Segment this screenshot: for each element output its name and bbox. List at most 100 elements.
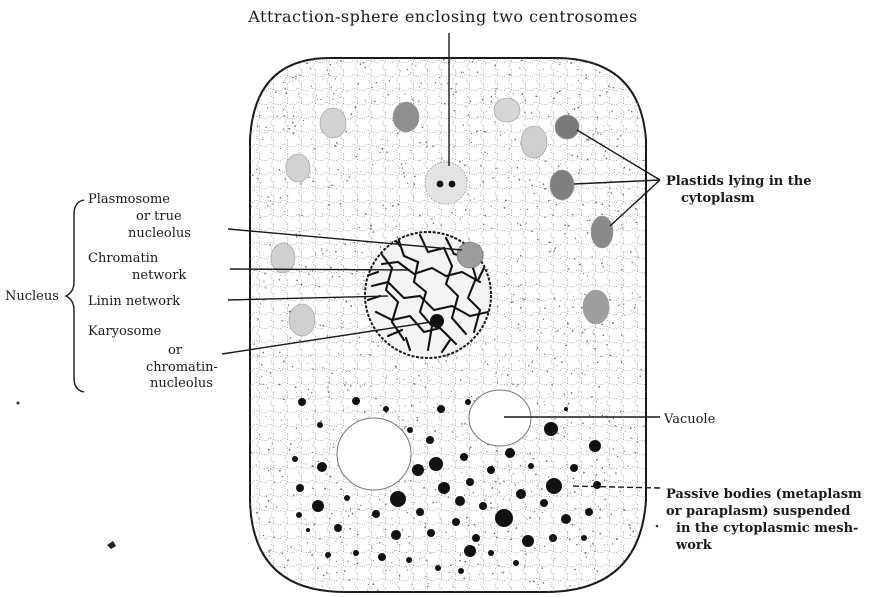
- speck: [549, 241, 551, 243]
- speck: [281, 476, 282, 477]
- passive-body: [427, 529, 435, 537]
- speck: [624, 451, 625, 452]
- speck: [396, 378, 397, 379]
- speck: [615, 472, 617, 474]
- plastid: [271, 243, 295, 273]
- speck: [344, 243, 346, 245]
- speck: [341, 327, 343, 329]
- speck: [260, 217, 261, 218]
- speck: [484, 499, 486, 501]
- speck: [531, 315, 532, 316]
- speck: [372, 341, 373, 342]
- speck: [320, 99, 321, 100]
- speck: [617, 456, 619, 458]
- speck: [516, 386, 517, 387]
- speck: [347, 408, 348, 409]
- speck: [456, 540, 457, 541]
- speck: [436, 502, 437, 503]
- speck: [269, 549, 270, 550]
- speck: [463, 72, 464, 73]
- passive-body: [487, 466, 495, 474]
- speck: [640, 245, 641, 246]
- speck: [624, 167, 626, 169]
- speck: [251, 452, 252, 453]
- passive-body: [426, 436, 434, 444]
- speck: [579, 528, 580, 529]
- speck: [584, 329, 585, 330]
- speck: [386, 377, 387, 378]
- speck: [321, 251, 322, 252]
- speck: [293, 494, 294, 495]
- speck: [356, 271, 358, 273]
- speck: [322, 325, 324, 327]
- speck: [330, 476, 332, 478]
- label-linin: Linin network: [88, 294, 180, 309]
- nucleus: [365, 232, 491, 358]
- speck: [290, 337, 291, 338]
- speck: [592, 543, 594, 545]
- plastid: [393, 102, 419, 132]
- passive-body: [585, 508, 593, 516]
- passive-body: [406, 557, 412, 563]
- speck: [296, 112, 297, 113]
- speck: [386, 375, 387, 376]
- speck: [469, 449, 470, 450]
- speck: [507, 531, 509, 533]
- speck: [425, 141, 427, 143]
- speck: [557, 71, 558, 72]
- passive-body: [344, 495, 350, 501]
- speck: [537, 239, 539, 241]
- speck: [606, 91, 608, 93]
- speck: [257, 178, 258, 179]
- speck: [599, 533, 601, 535]
- speck: [295, 285, 296, 286]
- speck: [388, 226, 389, 227]
- speck: [256, 512, 258, 514]
- speck: [252, 175, 253, 176]
- speck: [572, 214, 574, 216]
- speck: [432, 145, 434, 147]
- speck: [520, 465, 521, 466]
- speck: [322, 78, 323, 79]
- speck: [288, 305, 289, 306]
- speck: [416, 482, 417, 483]
- speck: [380, 246, 382, 248]
- speck: [620, 135, 622, 137]
- speck: [255, 79, 256, 80]
- speck: [307, 394, 308, 395]
- speck: [531, 362, 532, 363]
- passive-body: [296, 512, 302, 518]
- speck: [296, 392, 297, 393]
- speck: [564, 334, 565, 335]
- speck: [520, 224, 522, 226]
- speck: [423, 487, 425, 489]
- speck: [251, 206, 252, 207]
- speck: [272, 443, 273, 444]
- speck: [524, 112, 525, 113]
- speck: [546, 460, 548, 462]
- speck: [397, 236, 399, 238]
- speck: [425, 363, 426, 364]
- speck: [495, 481, 497, 483]
- speck: [468, 239, 469, 240]
- speck: [332, 276, 334, 278]
- speck: [626, 78, 627, 79]
- speck: [336, 482, 337, 483]
- speck: [614, 169, 615, 170]
- speck: [457, 436, 458, 437]
- speck: [358, 294, 359, 295]
- speck: [312, 270, 313, 271]
- speck: [491, 507, 492, 508]
- speck: [537, 347, 539, 349]
- speck: [637, 509, 638, 510]
- speck: [551, 384, 553, 386]
- speck: [418, 375, 420, 377]
- speck: [307, 542, 308, 543]
- speck: [419, 558, 420, 559]
- speck: [519, 360, 520, 361]
- speck: [283, 82, 284, 83]
- speck: [494, 532, 496, 534]
- passive-body: [390, 491, 406, 507]
- speck: [460, 554, 462, 556]
- speck: [267, 107, 268, 108]
